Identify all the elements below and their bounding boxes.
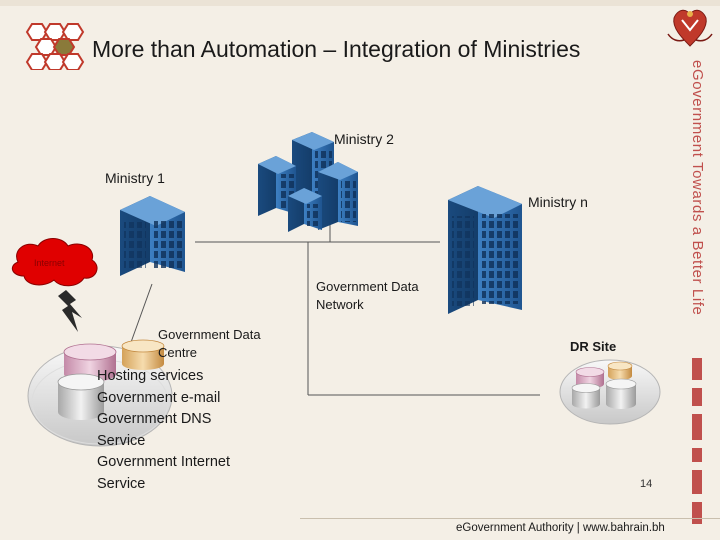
cloud-icon: Internet [11, 238, 98, 287]
database-icon [121, 339, 165, 370]
service-item: Government Internet [97, 454, 230, 471]
ministry-2-label: Ministry 2 [334, 131, 394, 147]
data-centre-label-line-1: Government Data [158, 327, 261, 342]
crest-icon [667, 9, 713, 47]
cloud-label: Internet [34, 258, 65, 268]
services-list: Hosting services Government e-mail Gover… [97, 366, 230, 496]
building-icon-ministry-1 [120, 196, 185, 276]
database-icon [605, 378, 637, 409]
footer-divider [300, 518, 720, 519]
dr-site-label: DR Site [570, 339, 617, 354]
network-label-line-1: Government Data [316, 279, 419, 294]
building-icon-ministry-n [448, 186, 522, 314]
slide-title: More than Automation – Integration of Mi… [92, 36, 581, 62]
connection-lines [129, 225, 540, 396]
network-label: Government Data Network [316, 278, 419, 314]
network-label-line-2: Network [316, 297, 364, 312]
footer-text: eGovernment Authority | www.bahrain.bh [456, 522, 665, 534]
database-icon [571, 383, 601, 409]
service-item: Government e-mail [97, 389, 221, 406]
dr-site-icon [559, 359, 661, 425]
database-icon [57, 373, 105, 420]
service-item: Service [97, 432, 146, 449]
hexagon-logo-icon [25, 23, 85, 70]
service-item: Hosting services [97, 368, 204, 384]
database-icon [607, 361, 633, 380]
data-centre-icon [27, 339, 173, 447]
side-decoration [692, 358, 702, 524]
data-centre-label-line-2: Centre [158, 345, 198, 360]
page-number: 14 [640, 478, 653, 490]
service-item: Government DNS [97, 411, 212, 428]
tagline: eGovernment Towards a Better Life [689, 60, 706, 316]
top-rule [0, 0, 720, 6]
ministry-1-label: Ministry 1 [105, 170, 165, 186]
lightning-icon [58, 290, 82, 332]
ministry-n-label: Ministry n [528, 194, 588, 210]
building-icon-ministry-2 [258, 132, 358, 232]
service-item: Service [97, 475, 146, 492]
data-centre-label: Government Data Centre [158, 326, 261, 362]
